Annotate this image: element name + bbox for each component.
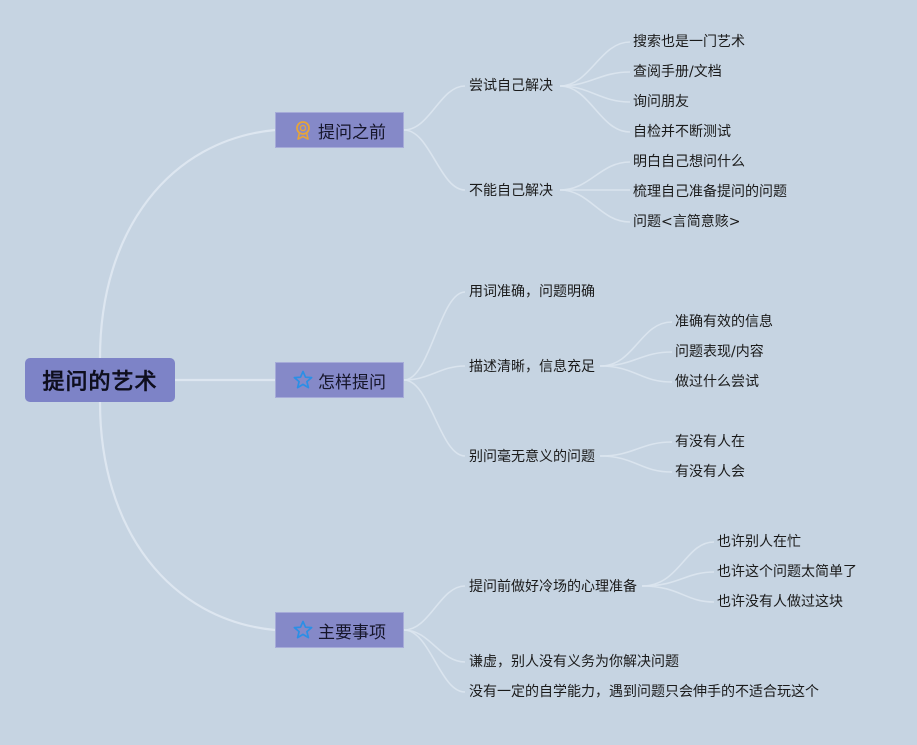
award-ribbon-icon <box>293 120 313 140</box>
connector-t2-b3 <box>403 379 466 457</box>
connector-t1-b1-l4 <box>559 85 631 133</box>
leaf-node[interactable]: 有没有人在 <box>675 434 745 450</box>
topic-label: 提问之前 <box>318 122 386 143</box>
connector-root-topic-3 <box>98 401 276 632</box>
branch-node[interactable]: 不能自己解决 <box>469 183 553 199</box>
connector-t3-b1-l2 <box>641 571 715 587</box>
connector-root-topic-1 <box>98 128 276 359</box>
leaf-node[interactable]: 有没有人会 <box>675 464 745 480</box>
root-node[interactable]: 提问的艺术 <box>25 358 175 402</box>
branch-node[interactable]: 没有一定的自学能力，遇到问题只会伸手的不适合玩这个 <box>469 684 819 700</box>
leaf-node[interactable]: 查阅手册/文档 <box>633 64 722 80</box>
topic-node-before-asking[interactable]: 提问之前 <box>275 112 404 148</box>
leaf-node[interactable]: 梳理自己准备提问的问题 <box>633 184 787 200</box>
leaf-node[interactable]: 明白自己想问什么 <box>633 154 745 170</box>
connector-t3-b2 <box>403 629 466 663</box>
connector-t3-b3 <box>403 629 466 693</box>
leaf-node[interactable]: 自检并不断测试 <box>633 124 731 140</box>
branch-node[interactable]: 别问毫无意义的问题 <box>469 449 595 465</box>
root-label: 提问的艺术 <box>42 370 158 395</box>
star-icon <box>293 370 313 390</box>
leaf-node[interactable]: 做过什么尝试 <box>675 374 759 390</box>
topic-label: 主要事项 <box>318 622 386 643</box>
branch-node[interactable]: 尝试自己解决 <box>469 78 553 94</box>
branch-node[interactable]: 提问前做好冷场的心理准备 <box>469 579 637 595</box>
connector-t1-b2-l3 <box>559 189 631 223</box>
leaf-node[interactable]: 问题表现/内容 <box>675 344 764 360</box>
connector-t2-b2-l2 <box>599 351 673 367</box>
connector-t1-b2 <box>403 129 466 191</box>
topic-node-main-notes[interactable]: 主要事项 <box>275 612 404 648</box>
connector-t2-b2-l1 <box>599 321 673 367</box>
topic-node-how-to-ask[interactable]: 怎样提问 <box>275 362 404 398</box>
branch-node[interactable]: 描述清晰，信息充足 <box>469 359 595 375</box>
leaf-node[interactable]: 也许这个问题太简单了 <box>717 564 857 580</box>
leaf-node[interactable]: 也许别人在忙 <box>717 534 801 550</box>
leaf-node[interactable]: 询问朋友 <box>633 94 689 110</box>
topic-label: 怎样提问 <box>318 372 386 393</box>
connector-t2-b3-l1 <box>599 441 673 457</box>
leaf-node[interactable]: 搜索也是一门艺术 <box>633 34 745 50</box>
connector-t2-b2 <box>403 365 466 381</box>
connector-t1-b1-l1 <box>559 41 631 87</box>
leaf-node[interactable]: 也许没有人做过这块 <box>717 594 843 610</box>
connector-t2-b1 <box>403 291 466 381</box>
connector-t3-b1-l1 <box>641 541 715 587</box>
connector-t1-b2-l1 <box>559 161 631 191</box>
connector-t3-b1-l3 <box>641 585 715 603</box>
leaf-node[interactable]: 问题<言简意赅> <box>633 214 741 230</box>
connector-t3-b1 <box>403 585 466 631</box>
branch-node[interactable]: 用词准确，问题明确 <box>469 284 595 300</box>
star-icon <box>293 620 313 640</box>
connector-t1-b1 <box>403 85 466 131</box>
connector-t2-b3-l2 <box>599 455 673 473</box>
branch-node[interactable]: 谦虚，别人没有义务为你解决问题 <box>469 654 679 670</box>
leaf-node[interactable]: 准确有效的信息 <box>675 314 773 330</box>
connector-t2-b2-l3 <box>599 365 673 383</box>
